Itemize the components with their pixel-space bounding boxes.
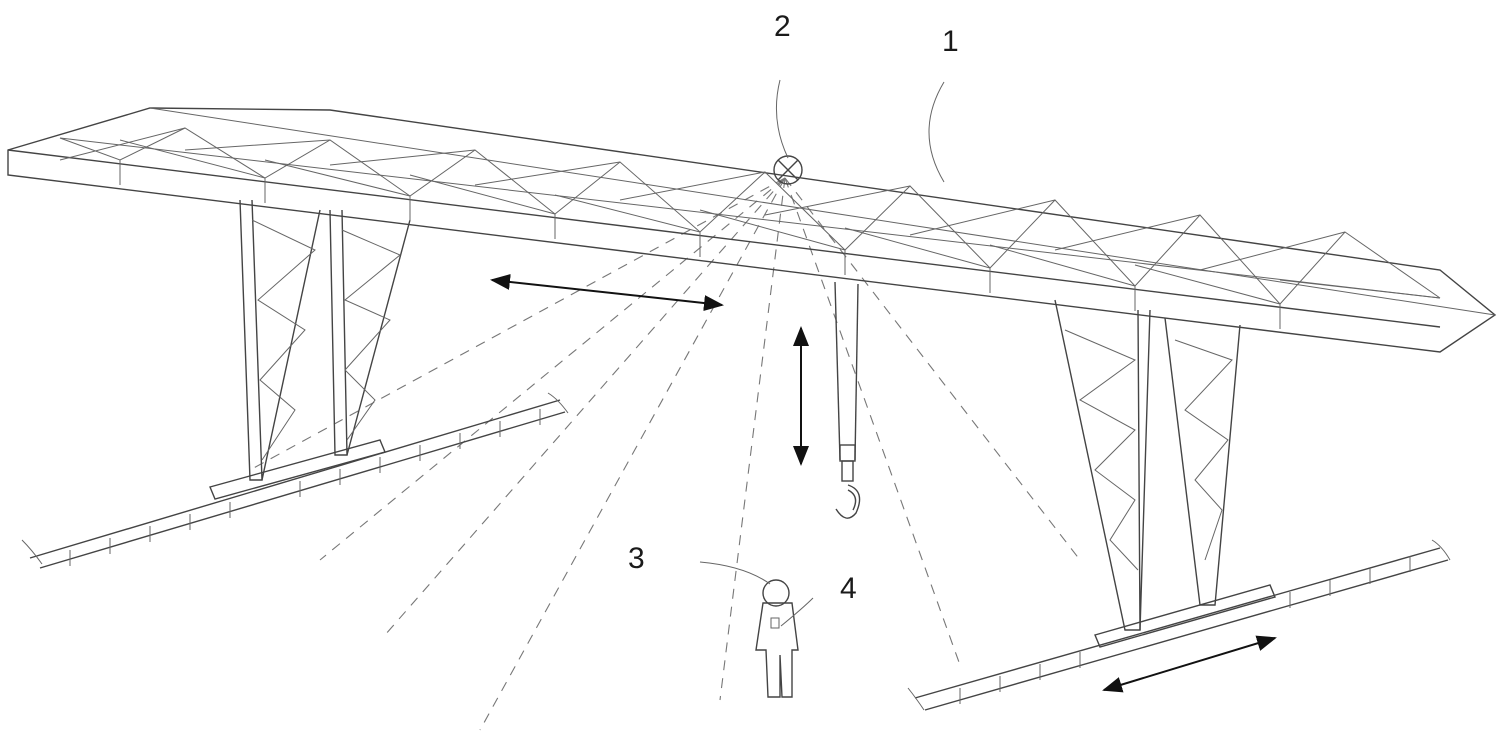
right-rail <box>907 539 1451 711</box>
sensor-device <box>773 155 803 185</box>
callout-3: 3 <box>628 542 645 575</box>
truss-girder <box>7 107 1497 353</box>
left-legs <box>239 199 411 481</box>
sensing-beams <box>249 177 1081 731</box>
operator-figure <box>755 579 799 698</box>
left-rail <box>21 392 569 569</box>
right-legs <box>1054 299 1241 631</box>
hoist-hook <box>834 281 861 519</box>
callout-labels: 1 2 3 4 <box>628 10 959 605</box>
callout-1: 1 <box>942 25 959 58</box>
motion-arrows <box>490 273 1277 693</box>
callout-4: 4 <box>840 572 857 605</box>
callout-2: 2 <box>774 10 791 43</box>
leader-lines <box>699 79 945 627</box>
